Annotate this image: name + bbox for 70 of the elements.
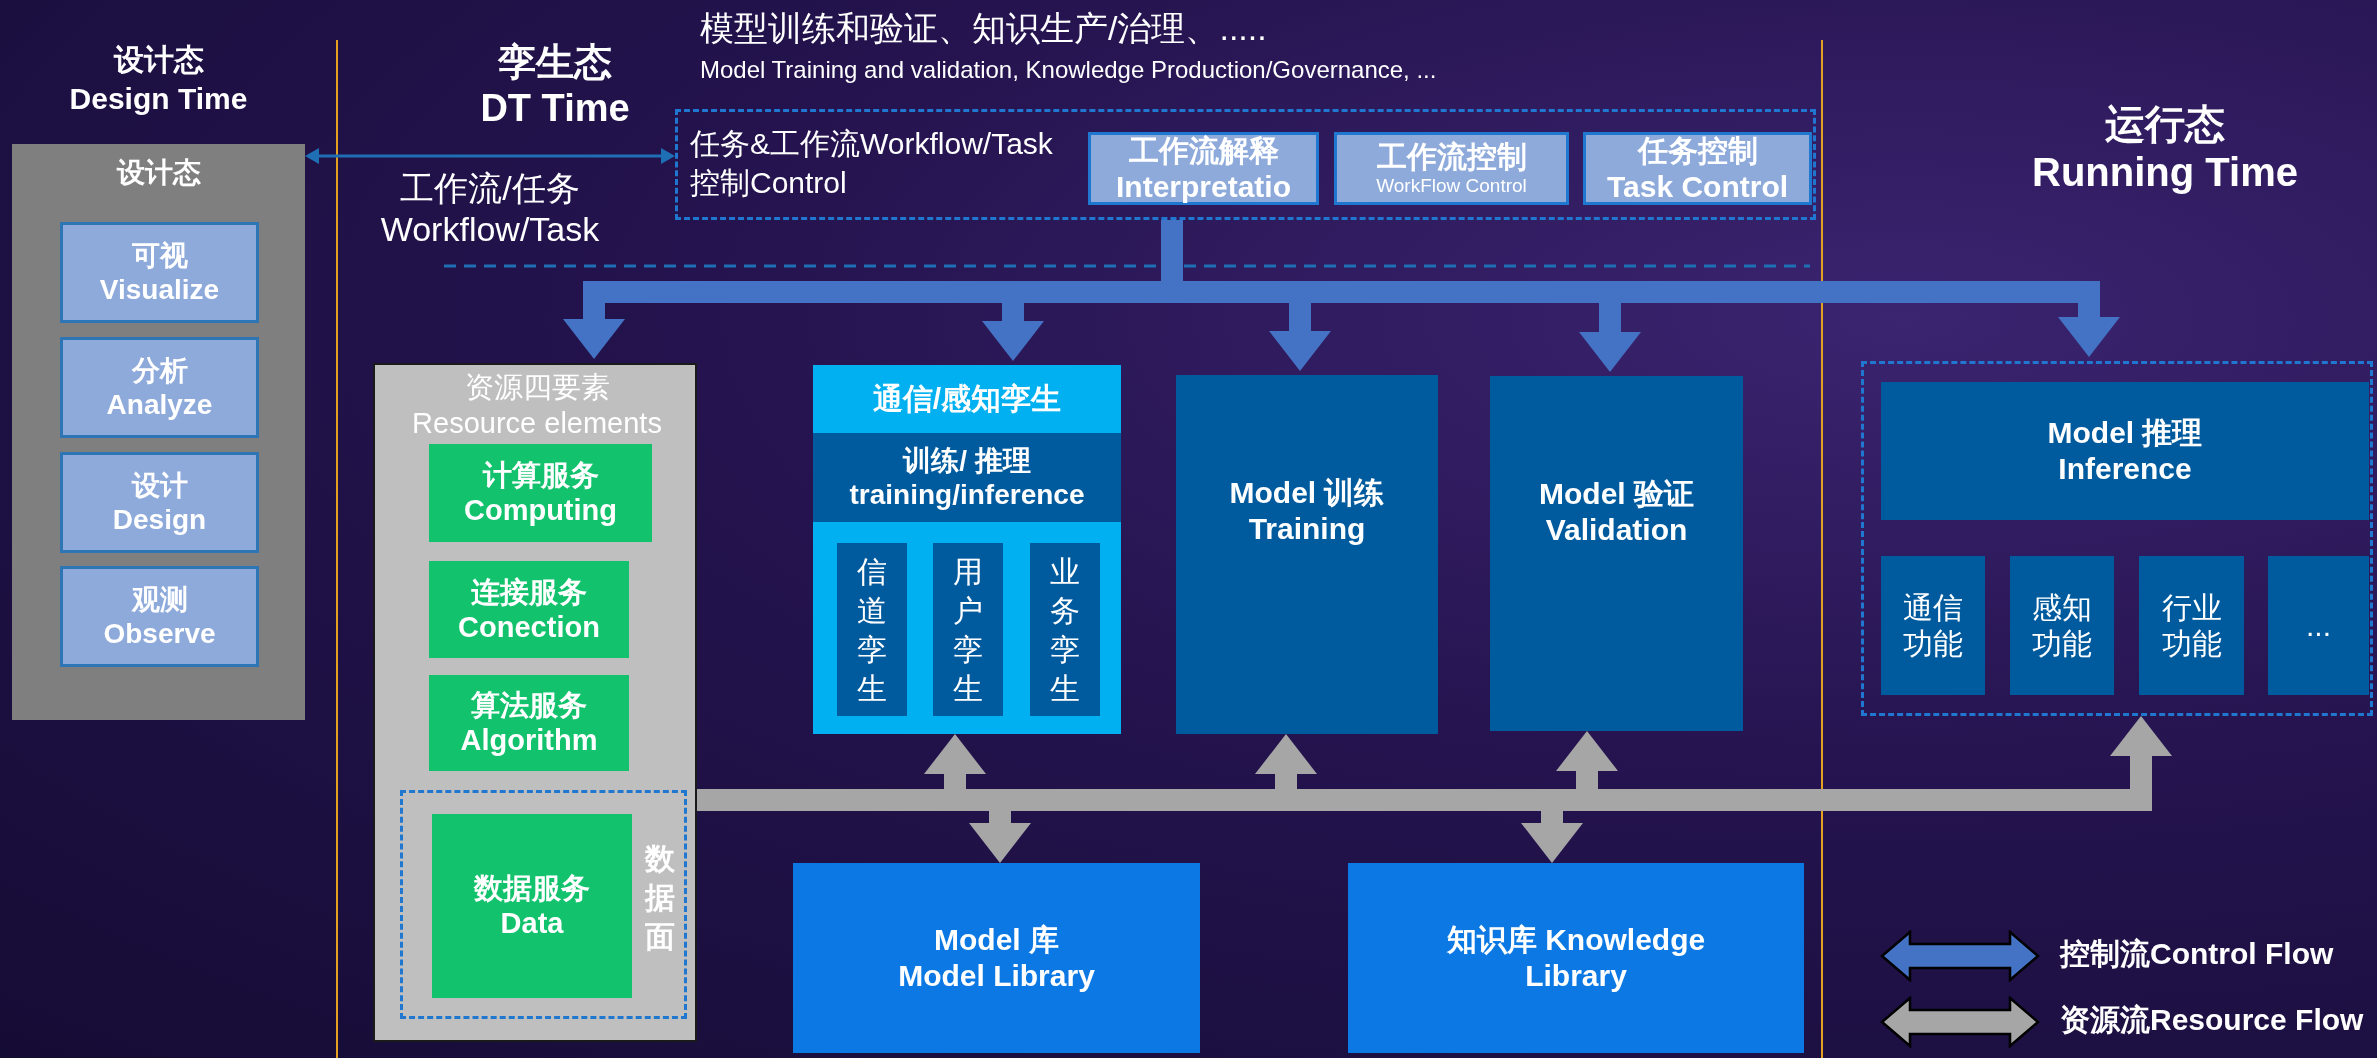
- process-box: [2010, 556, 2114, 695]
- box-title: 任务控制: [1637, 132, 1758, 169]
- box-subtitle: Task Control: [1606, 168, 1789, 205]
- arrow: [305, 148, 675, 164]
- box-label: ...: [2305, 607, 2332, 644]
- box-title: 工作流控制: [1376, 139, 1527, 176]
- dashed-group-box: [1861, 361, 2373, 716]
- column-heading: 运行态 Running Time: [2031, 101, 2299, 196]
- box-title: 分析 Analyze: [105, 353, 214, 422]
- header-band: [813, 433, 1121, 522]
- service-box: [429, 561, 629, 658]
- resource-panel: [373, 363, 697, 1042]
- box-title: 通信/感知孪生: [871, 381, 1063, 417]
- box-label: Model 推理 Inference: [2046, 415, 2204, 487]
- process-box: [1583, 132, 1812, 205]
- box-label: 数据服务 Data: [472, 871, 591, 941]
- process-box: [60, 222, 259, 323]
- process-box: [1088, 132, 1319, 205]
- process-box: [1176, 375, 1438, 734]
- process-box: [2139, 556, 2244, 695]
- process-box: [60, 452, 259, 553]
- vertical-label: 业务孪生: [1049, 553, 1081, 707]
- panel-heading: 设计态 Design Time: [68, 42, 249, 117]
- process-box: [1490, 376, 1743, 731]
- box-label: 计算服务 Computing: [463, 458, 618, 528]
- dashed-group-box: [400, 790, 687, 1019]
- band-label: 训练/ 推理 training/inference: [848, 443, 1086, 512]
- twin-box: [1030, 543, 1100, 716]
- panel-title: 资源四要素 Resource elements: [411, 370, 663, 442]
- process-box: [1334, 132, 1569, 205]
- vertical-label: 用户孪生: [952, 553, 984, 707]
- box-label: Model 训练 Training: [1228, 475, 1386, 547]
- library-box: [793, 863, 1200, 1053]
- box-label: 感知功能: [2031, 589, 2093, 662]
- box-title: 工作流解释: [1128, 132, 1279, 169]
- box-label: Model 库 Model Library: [897, 922, 1096, 994]
- process-box: [2268, 556, 2369, 695]
- dashed-group-box: [675, 109, 1816, 220]
- box-label: 通信功能: [1902, 589, 1964, 662]
- box-label: 连接服务 Conection: [457, 574, 601, 645]
- edge-label: 工作流/任务 Workflow/Task: [379, 168, 601, 250]
- vertical-label: 数据面: [643, 841, 676, 955]
- column-heading: 孪生态 DT Time: [479, 40, 631, 131]
- heading: 模型训练和验证、知识生产/治理、.....: [700, 8, 1268, 49]
- process-box: [60, 566, 259, 667]
- legend-label: 控制流Control Flow: [2060, 936, 2334, 972]
- box-title: 可视 Visualize: [98, 238, 221, 307]
- box-title: 观测 Observe: [102, 582, 217, 651]
- process-box: [1881, 556, 1985, 695]
- panel-title: 设计态: [115, 156, 202, 190]
- group-label: 任务&工作流Workflow/Task控制Control: [690, 126, 1054, 201]
- library-box: [1348, 863, 1804, 1053]
- twin-box: [837, 543, 907, 716]
- service-box: [432, 814, 632, 998]
- twin-box: [813, 365, 1121, 734]
- service-box: [429, 444, 652, 542]
- vertical-label: 信道孪生: [856, 553, 888, 707]
- process-box: [1881, 382, 2369, 520]
- process-box: [60, 337, 259, 438]
- box-label: Model 验证 Validation: [1538, 476, 1695, 548]
- box-label: 行业功能: [2160, 589, 2223, 662]
- box-subtitle: Interpretatio: [1116, 168, 1291, 205]
- subheading: Model Training and validation, Knowledge Production/Governance, ...: [700, 56, 1438, 85]
- box-label: 知识库 Knowledge Library: [1445, 922, 1707, 994]
- box-title: 设计 Design: [111, 468, 208, 537]
- box-subtitle: WorkFlow Control: [1376, 175, 1527, 198]
- twin-box: [933, 543, 1003, 716]
- service-box: [429, 675, 629, 771]
- box-label: 算法服务 Algorithm: [459, 688, 599, 758]
- legend-label: 资源流Resource Flow: [2060, 1002, 2364, 1038]
